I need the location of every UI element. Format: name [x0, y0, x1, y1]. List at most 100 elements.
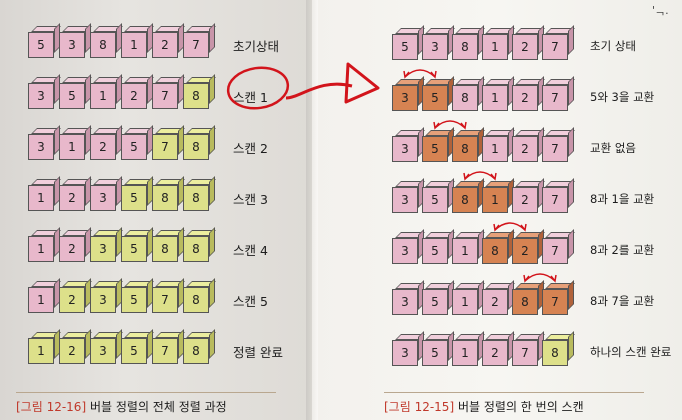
box-value: 1	[37, 344, 45, 358]
box-value: 1	[37, 293, 45, 307]
number-box: 3	[59, 23, 92, 58]
box-value: 7	[161, 140, 169, 154]
book-gutter	[306, 0, 318, 420]
box-value: 3	[37, 140, 45, 154]
number-box: 7	[152, 329, 185, 364]
box-value: 2	[491, 295, 499, 309]
box-value: 2	[68, 293, 76, 307]
box-value: 7	[161, 89, 169, 103]
number-box: 3	[392, 76, 425, 111]
box-value: 7	[551, 142, 559, 156]
number-box: 1	[28, 227, 61, 262]
number-box: 5	[392, 25, 425, 60]
number-box: 2	[512, 76, 545, 111]
number-box: 1	[28, 176, 61, 211]
number-box: 7	[542, 280, 575, 315]
row-label: 5와 3을 교환	[590, 90, 655, 104]
number-box: 2	[482, 280, 515, 315]
box-value: 1	[491, 40, 499, 54]
number-box: 5	[121, 125, 154, 160]
number-box: 2	[90, 125, 123, 160]
number-box: 1	[452, 229, 485, 264]
number-box: 5	[121, 329, 154, 364]
number-box: 8	[183, 74, 216, 109]
box-value: 7	[551, 244, 559, 258]
number-box: 3	[90, 278, 123, 313]
box-side-face	[209, 74, 215, 104]
number-box: 1	[90, 74, 123, 109]
number-box: 5	[422, 280, 455, 315]
box-value: 8	[192, 242, 200, 256]
box-side-face	[209, 227, 215, 257]
number-box: 8	[152, 176, 185, 211]
box-value: 8	[161, 242, 169, 256]
caption-text: 버블 정렬의 한 번의 스캔	[457, 400, 584, 414]
box-value: 3	[401, 295, 409, 309]
number-box: 8	[183, 125, 216, 160]
number-box: 8	[452, 127, 485, 162]
box-value: 5	[130, 140, 138, 154]
box-value: 2	[521, 244, 529, 258]
number-box: 1	[452, 280, 485, 315]
number-box: 8	[152, 227, 185, 262]
caption-text: 버블 정렬의 전체 정렬 과정	[89, 400, 227, 414]
box-value: 5	[431, 91, 439, 105]
number-box: 2	[152, 23, 185, 58]
corner-mark: 'ᆨ.	[652, 4, 669, 17]
box-value: 5	[431, 244, 439, 258]
number-box: 3	[392, 229, 425, 264]
box-value: 5	[68, 89, 76, 103]
number-box: 1	[482, 127, 515, 162]
row-label: 8과 1을 교환	[590, 192, 655, 206]
number-box: 8	[452, 25, 485, 60]
box-value: 5	[37, 38, 45, 52]
box-value: 8	[99, 38, 107, 52]
number-box: 3	[392, 127, 425, 162]
number-box: 5	[121, 278, 154, 313]
number-box: 2	[482, 331, 515, 366]
box-value: 1	[491, 193, 499, 207]
box-side-face	[568, 331, 574, 361]
row-label: 스캔 2	[233, 141, 268, 156]
box-value: 3	[401, 142, 409, 156]
number-box: 8	[183, 329, 216, 364]
box-value: 3	[99, 242, 107, 256]
box-value: 7	[551, 193, 559, 207]
box-value: 5	[431, 142, 439, 156]
number-box: 2	[59, 227, 92, 262]
box-value: 1	[461, 244, 469, 258]
number-box: 1	[452, 331, 485, 366]
box-side-face	[568, 229, 574, 259]
box-value: 2	[68, 242, 76, 256]
row-label: 8과 7을 교환	[590, 294, 655, 308]
box-value: 7	[192, 38, 200, 52]
box-value: 3	[68, 38, 76, 52]
box-side-face	[209, 278, 215, 308]
row-label: 스캔 1	[233, 90, 268, 105]
box-value: 7	[161, 344, 169, 358]
box-side-face	[209, 23, 215, 53]
box-value: 7	[551, 295, 559, 309]
box-value: 7	[161, 293, 169, 307]
number-box: 8	[512, 280, 545, 315]
caption-rule	[16, 392, 276, 393]
number-box: 1	[59, 125, 92, 160]
box-value: 8	[461, 193, 469, 207]
row-label: 스캔 4	[233, 243, 268, 258]
number-box: 7	[542, 229, 575, 264]
box-value: 5	[130, 293, 138, 307]
number-box: 7	[542, 127, 575, 162]
box-value: 1	[99, 89, 107, 103]
figure-caption-12-15: [그림 12-15] 버블 정렬의 한 번의 스캔	[384, 392, 644, 415]
box-value: 5	[130, 191, 138, 205]
number-box: 3	[90, 329, 123, 364]
number-box: 5	[422, 178, 455, 213]
box-value: 1	[461, 346, 469, 360]
row-label: 초기상태	[233, 39, 280, 54]
number-box: 2	[512, 178, 545, 213]
box-value: 1	[491, 91, 499, 105]
number-box: 2	[512, 25, 545, 60]
number-box: 1	[121, 23, 154, 58]
